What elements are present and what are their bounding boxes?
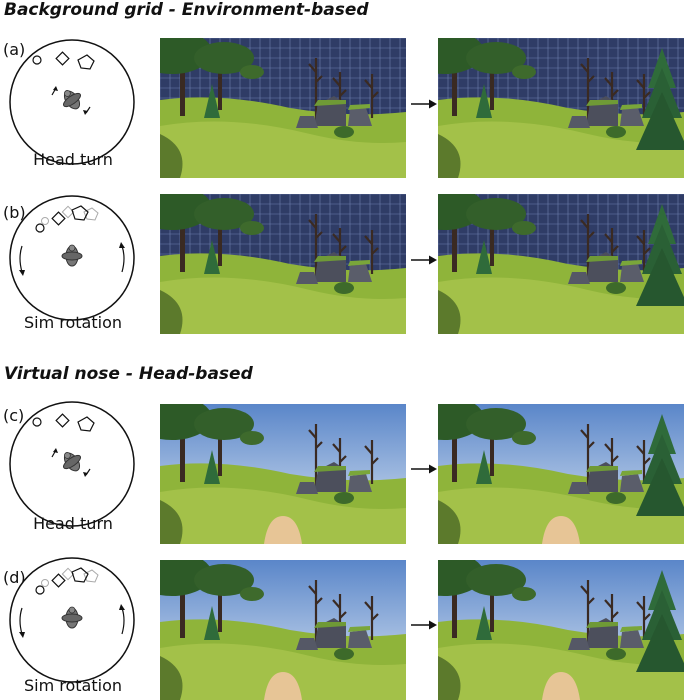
bush (334, 126, 354, 138)
transition-arrow-a (411, 99, 437, 109)
scene-a-after (438, 38, 684, 178)
ground-hill (160, 277, 406, 334)
pine-tree (636, 48, 684, 150)
ground-hill (160, 121, 406, 178)
bush (606, 126, 626, 138)
head-icon (61, 244, 83, 267)
scene-a-before (160, 38, 406, 178)
head-icon (62, 90, 82, 110)
rocks (568, 618, 644, 650)
rocks (568, 96, 644, 128)
left-trees (438, 194, 536, 274)
section-heading-background-grid: Background grid - Environment-based (4, 0, 369, 20)
top-view-diagram-head-turn (9, 401, 135, 527)
bush (334, 492, 354, 504)
ground-hill (438, 121, 684, 178)
transition-arrow-b (411, 255, 437, 265)
top-view-diagram-sim-rotation (9, 195, 135, 321)
left-trees (438, 38, 536, 118)
rocks (296, 618, 372, 650)
ground-shadow (160, 134, 183, 178)
virtual-nose (542, 672, 580, 700)
bush (606, 282, 626, 294)
ground-hill (438, 277, 684, 334)
ground-hill (160, 643, 406, 700)
virtual-nose (264, 672, 302, 700)
scene-b-before (160, 194, 406, 334)
panel-caption-d: Sim rotation (23, 676, 122, 695)
bush (334, 648, 354, 660)
ground-shadow (160, 500, 183, 544)
bush (606, 492, 626, 504)
head-icon (61, 606, 83, 629)
virtual-nose (542, 516, 580, 544)
left-trees (438, 560, 536, 640)
left-trees (160, 560, 264, 640)
dead-trees (308, 580, 379, 644)
top-view-diagram-head-turn (9, 39, 135, 165)
rocks (568, 462, 644, 494)
panel-label-c: (c) (3, 406, 25, 425)
dead-trees (580, 424, 651, 488)
ground-hill (438, 643, 684, 700)
left-trees (160, 194, 264, 274)
pine-tree (636, 204, 684, 306)
panel-label-d: (d) (3, 568, 26, 587)
scene-b-after (438, 194, 684, 334)
rocks (296, 96, 372, 128)
objects (32, 51, 95, 70)
left-trees (160, 404, 264, 484)
bush (334, 282, 354, 294)
panel-label-a: (a) (3, 40, 26, 59)
dead-trees (308, 58, 379, 122)
left-trees (438, 404, 536, 484)
section-heading-virtual-nose: Virtual nose - Head-based (4, 364, 253, 384)
transition-arrow-c (411, 464, 437, 474)
top-view-diagram-sim-rotation (9, 557, 135, 683)
ground-shadow (438, 290, 461, 334)
pine-tree (636, 414, 684, 516)
rocks (568, 252, 644, 284)
scene-d-before (160, 560, 406, 700)
objects (35, 567, 89, 595)
panel-caption-c: Head turn (33, 514, 113, 533)
rocks (296, 252, 372, 284)
ghost-objects (41, 567, 99, 587)
ground-hill (160, 487, 406, 544)
bush (606, 648, 626, 660)
ground-shadow (438, 500, 461, 544)
panel-label-b: (b) (3, 203, 26, 222)
panel-caption-a: Head turn (33, 150, 113, 169)
dead-trees (580, 58, 651, 122)
ground-shadow (160, 656, 183, 700)
rocks (296, 462, 372, 494)
pine-tree (636, 570, 684, 672)
ground-shadow (160, 290, 183, 334)
transition-arrow-d (411, 620, 437, 630)
virtual-nose (264, 516, 302, 544)
scene-c-after (438, 404, 684, 544)
panel-caption-b: Sim rotation (23, 313, 122, 332)
ground-hill (438, 487, 684, 544)
scene-d-after (438, 560, 684, 700)
objects (35, 205, 89, 233)
objects (32, 413, 95, 432)
ground-shadow (438, 656, 461, 700)
left-trees (160, 38, 264, 118)
ghost-objects (41, 205, 99, 225)
head-icon (62, 452, 82, 472)
ground-shadow (438, 134, 461, 178)
scene-c-before (160, 404, 406, 544)
